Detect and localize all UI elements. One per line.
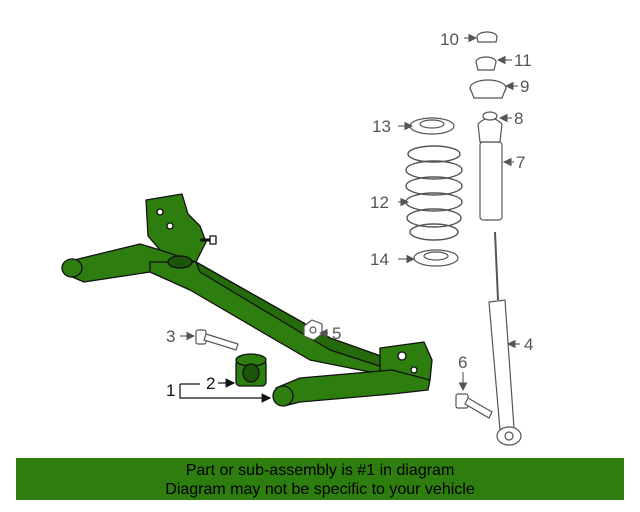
callout-6: 6 xyxy=(458,353,467,372)
callout-2: 2 xyxy=(206,374,215,393)
callout-9: 9 xyxy=(520,77,529,96)
callout-13: 13 xyxy=(372,117,391,136)
callout-1: 1 xyxy=(166,381,175,400)
callout-5: 5 xyxy=(332,324,341,343)
info-banner: Part or sub-assembly is #1 in diagram Di… xyxy=(16,458,624,500)
callout-8: 8 xyxy=(514,109,523,128)
callout-12: 12 xyxy=(370,193,389,212)
callout-14: 14 xyxy=(370,250,389,269)
banner-line-1: Part or sub-assembly is #1 in diagram xyxy=(185,462,455,479)
callout-4: 4 xyxy=(524,335,533,354)
parts-diagram: 10 11 9 8 13 7 12 14 4 5 3 6 2 1 xyxy=(61,30,533,446)
upper-mount[interactable] xyxy=(469,31,507,99)
rear-axle-beam[interactable] xyxy=(61,193,433,407)
strut-cover[interactable] xyxy=(477,111,503,221)
banner-line-2: Diagram may not be specific to your vehi… xyxy=(165,481,475,498)
bolt-6[interactable] xyxy=(455,393,493,419)
lower-spring-seat[interactable] xyxy=(413,249,459,267)
callout-7: 7 xyxy=(516,153,525,172)
upper-spring-seat[interactable] xyxy=(409,117,455,135)
bolt-3[interactable] xyxy=(195,329,239,351)
callout-10: 10 xyxy=(440,30,459,49)
coil-spring[interactable] xyxy=(405,145,463,241)
callout-11: 11 xyxy=(514,51,532,70)
leader-lines xyxy=(180,33,520,392)
callout-3: 3 xyxy=(166,327,175,346)
shock-absorber[interactable] xyxy=(488,231,522,446)
leader-lines-main xyxy=(179,378,272,403)
axle-bushing[interactable] xyxy=(235,353,267,387)
